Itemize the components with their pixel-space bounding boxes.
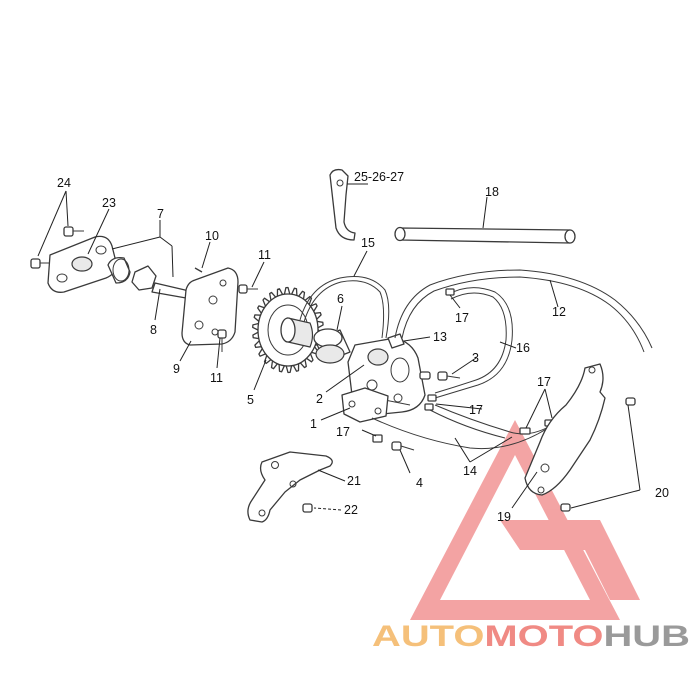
gear-5 (252, 286, 324, 374)
label-12: 12 (552, 305, 566, 319)
label-16: 16 (516, 341, 530, 355)
label-17-c: 17 (336, 425, 350, 439)
coupling-7 (131, 265, 157, 291)
label-25-26-27: 25-26-27 (354, 170, 404, 184)
label-17-a: 17 (455, 311, 469, 325)
label-3: 3 (472, 351, 479, 365)
label-14: 14 (463, 464, 477, 478)
label-9: 9 (173, 362, 180, 376)
fitting-17-pump (419, 371, 431, 380)
pump-flange-1 (341, 387, 389, 423)
watermark-moto: MOTO (484, 620, 603, 653)
bolt-24-left (30, 258, 50, 269)
label-2: 2 (316, 392, 323, 406)
shaft-8 (151, 282, 189, 299)
label-4: 4 (416, 476, 423, 490)
label-8: 8 (150, 323, 157, 337)
plate-23 (47, 235, 117, 293)
label-11-top: 11 (258, 248, 271, 262)
label-22: 22 (344, 503, 358, 517)
leader-lines (37, 183, 641, 511)
label-5: 5 (247, 393, 254, 407)
screw-20-top (625, 397, 636, 406)
bracket-25-26-27 (329, 168, 356, 241)
screw-11-top (238, 284, 258, 294)
part-labels: 24 23 7 10 11 8 9 11 5 6 15 2 1 13 3 16 … (57, 170, 669, 524)
bushing-6 (313, 328, 351, 364)
label-21: 21 (347, 474, 361, 488)
label-17-d: 17 (537, 375, 551, 389)
cover-19 (524, 363, 606, 496)
pin-10 (194, 267, 203, 273)
label-18: 18 (485, 185, 499, 199)
label-20: 20 (655, 486, 669, 500)
screw-20-bottom (560, 503, 571, 512)
screw-22 (302, 503, 313, 513)
hose-14 (371, 404, 553, 450)
label-13: 13 (433, 330, 447, 344)
label-6: 6 (337, 292, 344, 306)
label-1: 1 (310, 417, 317, 431)
label-17-b: 17 (469, 403, 483, 417)
label-7: 7 (157, 207, 164, 221)
bracket-21 (247, 451, 333, 523)
label-15: 15 (361, 236, 375, 250)
bolt-24-top (63, 226, 84, 237)
label-23: 23 (102, 196, 116, 210)
bearing-7 (107, 257, 131, 284)
label-24: 24 (57, 176, 71, 190)
watermark-logo (410, 420, 640, 620)
hose-15 (299, 276, 390, 339)
label-19: 19 (497, 510, 511, 524)
label-10: 10 (205, 229, 219, 243)
screw-11-bottom (217, 329, 227, 352)
bolt-3 (437, 371, 461, 381)
watermark-auto: AUTO (372, 620, 484, 653)
bolt-4 (391, 441, 415, 451)
pipe-18 (394, 226, 576, 244)
watermark-hub: HUB (603, 620, 690, 653)
label-11-bottom: 11 (210, 371, 223, 385)
hose-16 (434, 287, 513, 399)
hose-12 (394, 269, 653, 353)
cover-9 (181, 267, 239, 346)
